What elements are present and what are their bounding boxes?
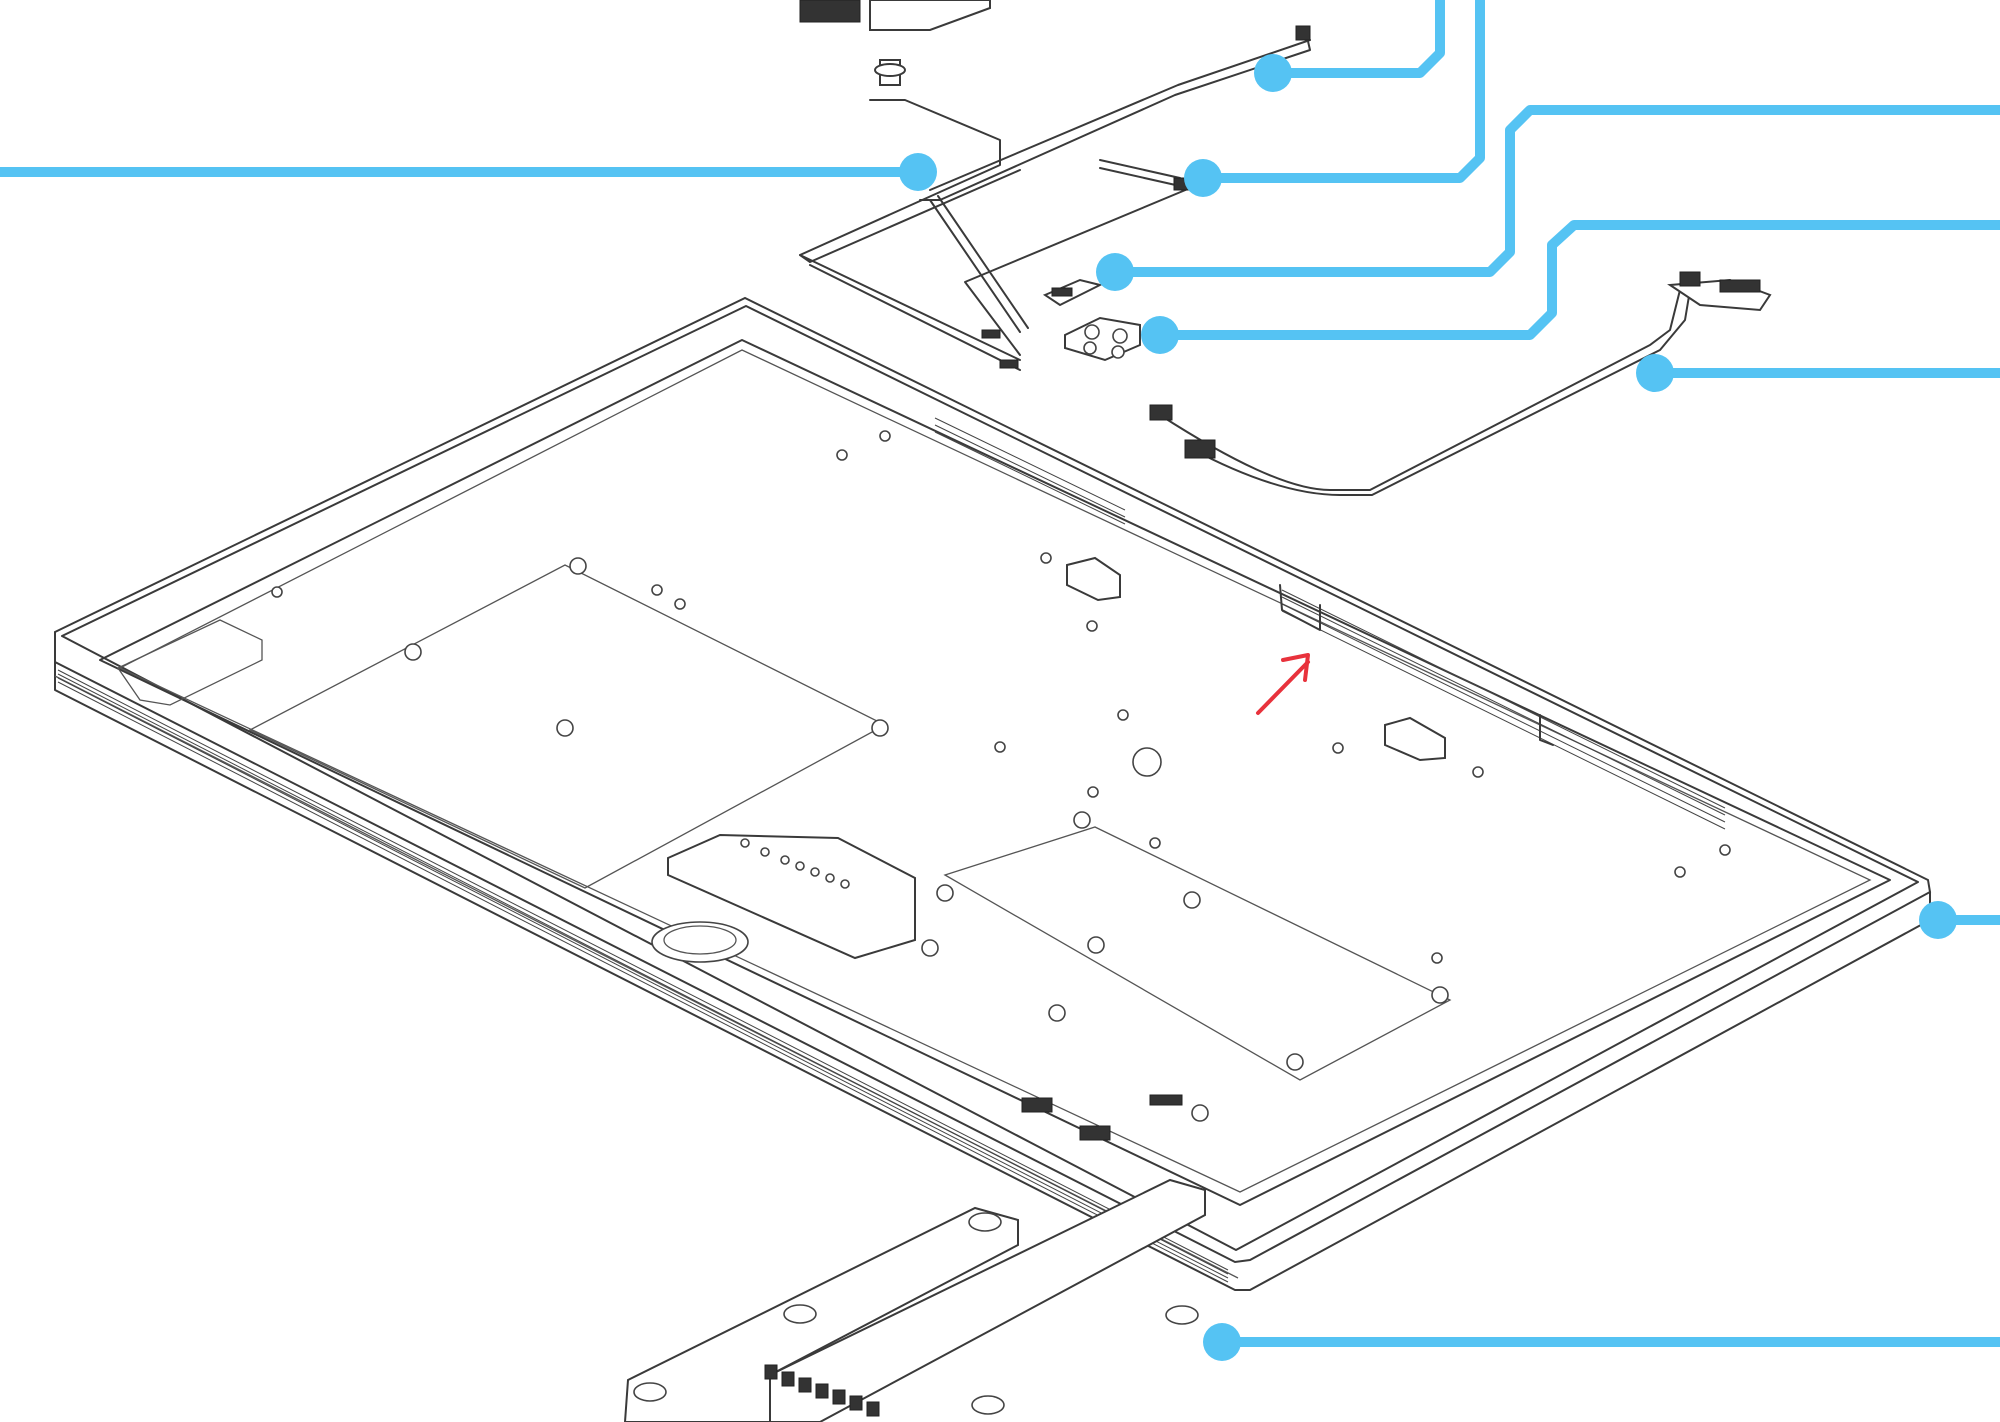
speaker-port xyxy=(651,921,749,963)
stand-bracket xyxy=(623,1178,1206,1422)
speaker-plate-holes xyxy=(740,838,850,889)
callout-rear-housing xyxy=(1919,901,2000,939)
corner-pad xyxy=(117,619,263,706)
callout-leaders xyxy=(0,0,2000,1361)
flex-cable-left xyxy=(799,99,1021,371)
flex-cable-top xyxy=(919,25,1311,333)
callout-left-flex-cable xyxy=(0,153,937,191)
stand-pins xyxy=(764,1364,880,1417)
top-grille xyxy=(934,417,1726,830)
red-arrow-annotation xyxy=(1256,653,1310,715)
callout-stand-bracket xyxy=(1203,1323,2000,1361)
callout-small-connector xyxy=(1096,105,2000,291)
front-grille xyxy=(57,669,1229,1283)
inner-bracket-top xyxy=(1066,556,1121,602)
callout-bracket xyxy=(1141,220,2000,354)
bottom-connectors xyxy=(1021,1094,1183,1141)
right-board-plate xyxy=(943,826,1452,1081)
small-connector xyxy=(1042,278,1103,307)
callout-top-flex-cable xyxy=(1254,0,1445,92)
screw-holes xyxy=(271,430,1731,1122)
rear-housing xyxy=(54,296,1932,1291)
callout-antenna-cable xyxy=(1636,354,2000,392)
speaker-plate xyxy=(667,833,916,960)
inner-bracket-bottom xyxy=(1384,716,1446,762)
top-connector-stack xyxy=(799,0,991,86)
callout-middle-flex-cable xyxy=(1184,0,1485,197)
antenna-cable xyxy=(1149,271,1772,496)
hinge-bracket xyxy=(1064,316,1141,362)
